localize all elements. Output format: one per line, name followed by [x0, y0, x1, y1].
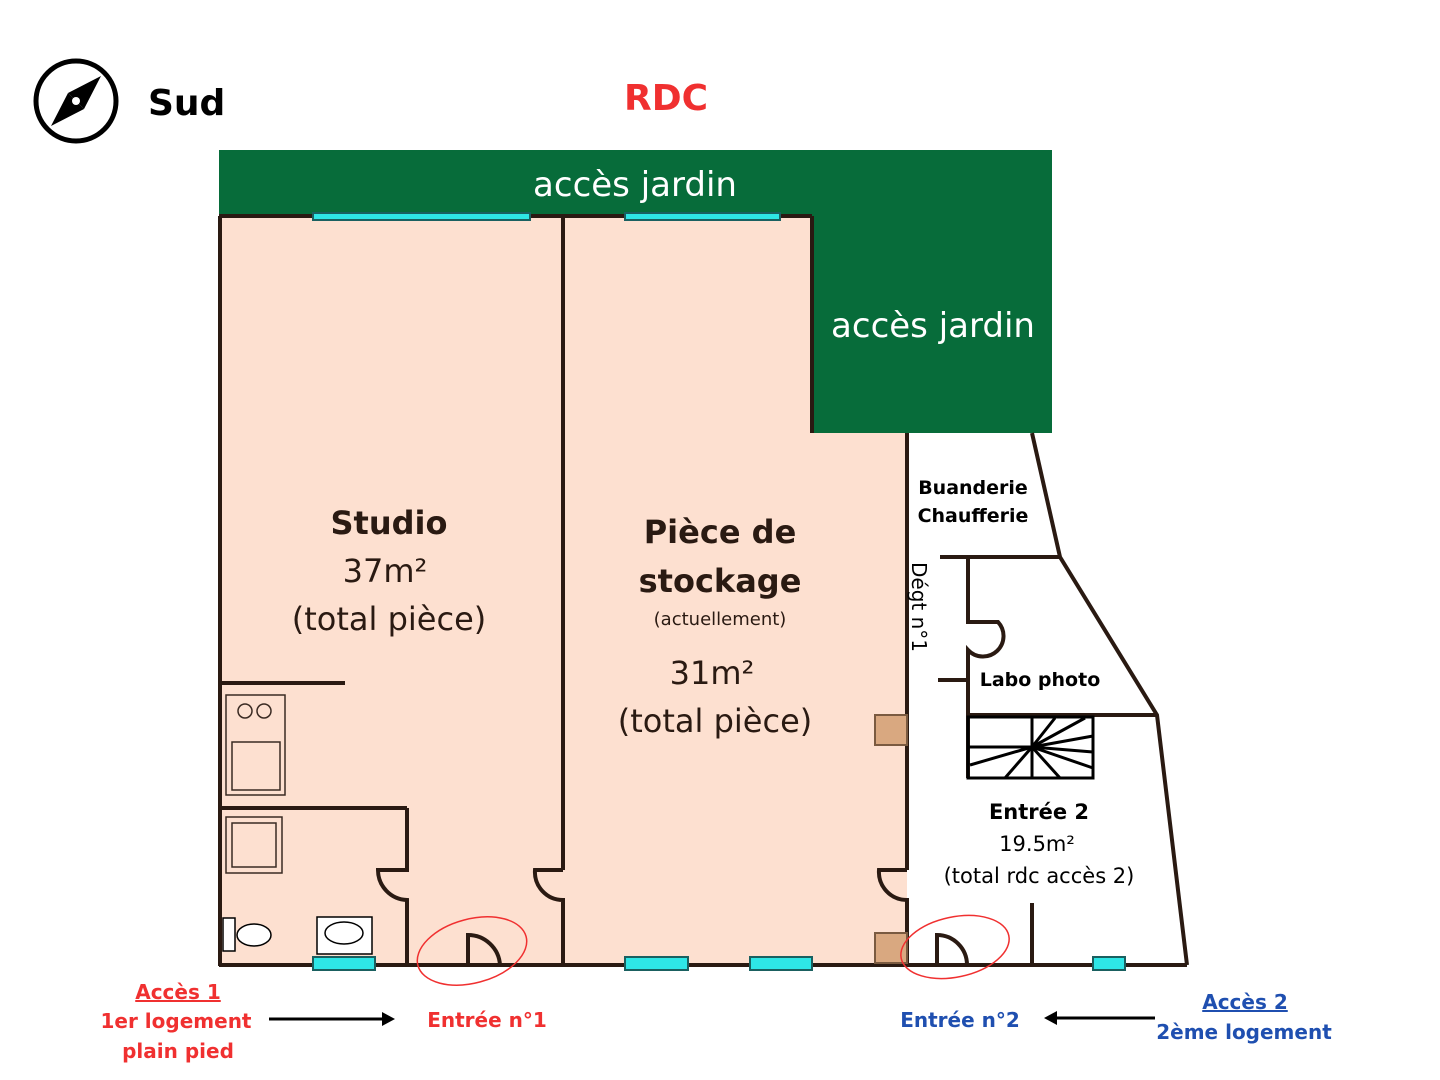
access1-line1: 1er logement — [101, 1009, 252, 1033]
storage-note: (total pièce) — [618, 702, 812, 740]
access1-title[interactable]: Accès 1 — [135, 980, 221, 1004]
toilet-icon — [222, 917, 272, 952]
studio-note: (total pièce) — [292, 600, 486, 638]
entry2-label: Entrée n°2 — [900, 1008, 1020, 1032]
entry2-marker — [900, 914, 1010, 980]
garden-right — [812, 214, 1052, 433]
garden-right-label: accès jardin — [831, 306, 1035, 346]
studio-name: Studio — [331, 504, 448, 542]
arrow-left-icon — [1044, 1011, 1155, 1025]
storage-name-1: Pièce de — [644, 513, 797, 551]
windows — [312, 212, 1126, 971]
storage-sub: (actuellement) — [654, 609, 787, 630]
lab-label: Labo photo — [980, 669, 1101, 691]
entry2-name: Entrée 2 — [989, 800, 1089, 824]
corridor-label: Dégt n°1 — [907, 562, 931, 652]
entry1-label: Entrée n°1 — [427, 1008, 547, 1032]
access1-line2: plain pied — [122, 1039, 234, 1063]
studio-area: 37m² — [343, 552, 428, 590]
entry2-area: 19.5m² — [999, 832, 1075, 856]
orientation-label: Sud — [148, 83, 225, 124]
storage-area: 31m² — [670, 654, 755, 692]
access2-line1: 2ème logement — [1156, 1020, 1332, 1044]
entry2-note: (total rdc accès 2) — [944, 864, 1135, 888]
laundry-label-1: Buanderie — [918, 477, 1028, 499]
kitchen-fixtures — [225, 694, 286, 796]
page-title: RDC — [624, 78, 708, 119]
staircase-icon — [966, 715, 1095, 780]
storage-name-2: stockage — [639, 562, 802, 600]
sink-icon — [316, 916, 373, 955]
entry1-marker — [416, 916, 528, 986]
access2-title[interactable]: Accès 2 — [1202, 990, 1288, 1014]
garden-top — [219, 150, 1052, 216]
radiator-icons — [874, 714, 908, 964]
arrow-right-icon — [269, 1012, 395, 1026]
garden-top-label: accès jardin — [533, 165, 737, 205]
laundry-label-2: Chaufferie — [918, 505, 1029, 527]
compass-icon — [33, 58, 119, 144]
shower-icon — [225, 816, 283, 874]
